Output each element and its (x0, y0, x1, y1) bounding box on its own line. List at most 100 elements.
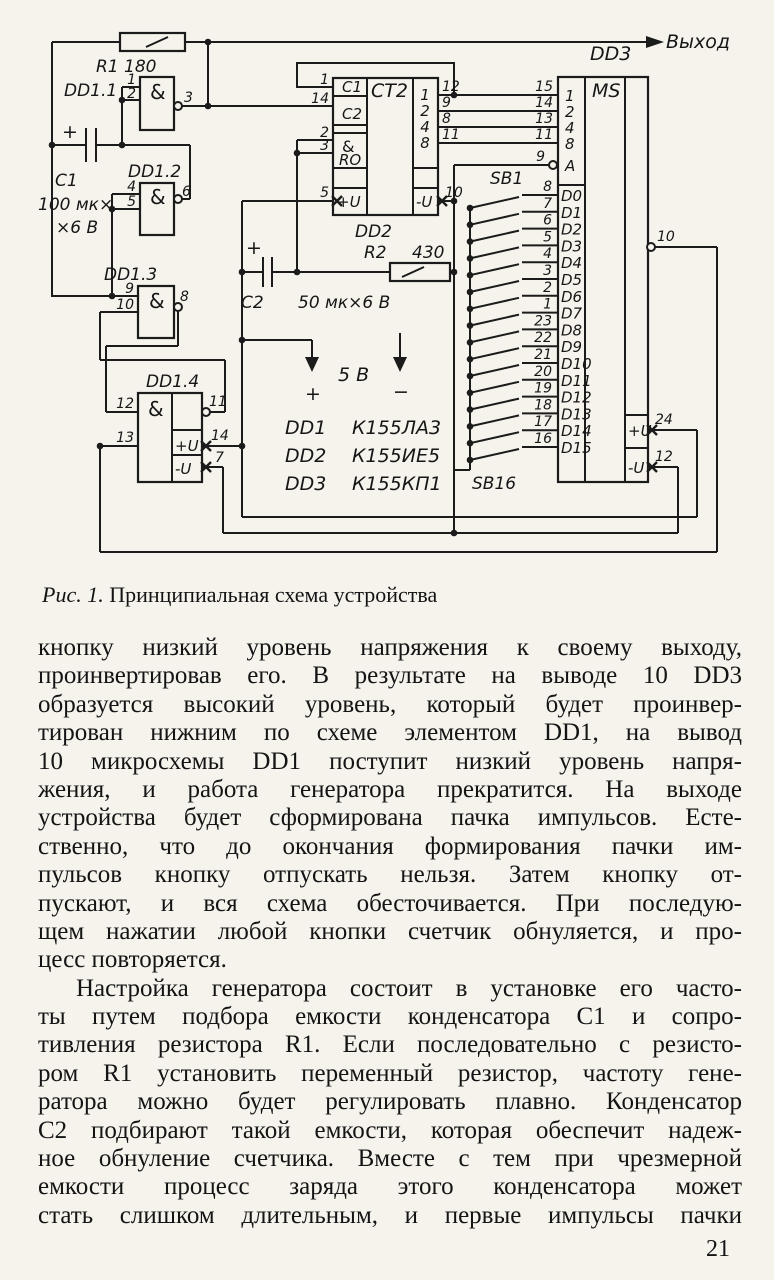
dd3-data-label: D1 (561, 204, 582, 222)
switch-common-dot (466, 305, 474, 313)
switch-common-dot (466, 372, 474, 380)
dd3-data-pin: 1 (543, 297, 552, 313)
dd3-ms-label: MS (592, 80, 620, 102)
ct2-output-pin: 9 (442, 95, 451, 111)
svg-text:10: 10 (657, 229, 675, 245)
dd3-data-pin: 17 (534, 414, 552, 430)
svg-text:3: 3 (320, 138, 329, 154)
gate-pin-numbers: 1 2 3 4 5 6 9 10 8 12 13 11 14 7 (116, 72, 229, 466)
switch-common-dot (466, 238, 474, 245)
figure-number: Рис. 1. (42, 582, 104, 607)
ct2-output-pin: 11 (442, 127, 460, 143)
dd3-data-pin: 7 (543, 196, 552, 212)
part-ref: DD1 (285, 417, 326, 439)
dd3-data-pin: 2 (543, 280, 552, 296)
body-line: устройства будет сформирована пачка импу… (38, 804, 742, 832)
dd3-data-label: D14 (561, 422, 592, 440)
dd3-data-label: D13 (561, 405, 592, 423)
switch-common-dot (466, 204, 474, 212)
ct2-cell-ro: RO (339, 151, 361, 169)
svg-text:14: 14 (211, 428, 229, 444)
dd3-a-input-circle (548, 160, 558, 170)
switch-blade (469, 347, 520, 361)
dd3-select-label: 8 (565, 135, 575, 153)
dd3-data-label: D7 (561, 305, 583, 323)
switch-blade (469, 196, 520, 209)
ct2-cell-c2: C2 (342, 105, 362, 123)
dd3-data-pin: 19 (534, 381, 552, 397)
dd3-data-label: D5 (561, 271, 582, 289)
svg-text:12: 12 (116, 396, 134, 412)
svg-text:5: 5 (127, 194, 136, 210)
switch-blade (469, 431, 520, 445)
sb16-label: SB16 (472, 474, 516, 494)
body-line: ственно, что до окончания формирования п… (38, 832, 742, 860)
ct2-output-label: 1 (420, 86, 430, 104)
body-line: щем нажатии любой кнопки счетчик обнуляе… (38, 917, 742, 945)
switch-common-dot (466, 423, 474, 430)
r1-label: R1 180 (96, 57, 156, 77)
dd3-data-pin: 4 (543, 246, 552, 262)
switch-common-dot (466, 339, 474, 346)
body-line: проинвертировав его. В результате на выв… (38, 662, 742, 690)
svg-text:1: 1 (127, 72, 136, 88)
svg-text:5: 5 (320, 185, 329, 201)
switch-common-dot (466, 389, 474, 397)
svg-text:8: 8 (180, 289, 189, 305)
dd3-select-label: 2 (565, 103, 575, 121)
svg-text:13: 13 (116, 430, 134, 446)
supply-minus: − (393, 381, 409, 403)
body-line: Настройка генератора состоит в установке… (76, 974, 742, 1002)
multiplexer-dd3-block: MS +U -U (548, 75, 656, 484)
part-type: К155КП1 (352, 473, 442, 495)
switch-common-dot (466, 255, 474, 262)
dd3-misc-pins: A 9 10 24 12 (536, 149, 675, 465)
switch-common-dot (466, 456, 474, 464)
dd13-label: DD1.3 (104, 265, 157, 285)
gate-dd1-2: & (138, 181, 183, 237)
dd3-data-label: D4 (561, 254, 582, 272)
dd3-data-pin: 8 (543, 179, 552, 195)
switch-blade (469, 296, 520, 310)
output-label: Выход (666, 31, 730, 53)
ct2-output-pin: 8 (442, 111, 451, 127)
switch-blade (469, 280, 520, 293)
counter-ct2-block: CT2 C1 C2 & RO +U -U (331, 76, 440, 217)
inverter-bubble (201, 407, 211, 417)
c1-value2: ×6 В (56, 218, 98, 238)
ct2-output-label: 4 (420, 118, 430, 136)
inverter-bubble (173, 302, 183, 312)
dd3-data-pin: 21 (534, 347, 552, 363)
dd11-label: DD1.1 (64, 81, 117, 101)
body-line: стать слишком длительным, и первые импул… (38, 1201, 742, 1229)
body-line: тивления резистора R1. Если последовател… (38, 1031, 742, 1059)
ct2-output-pin: 12 (442, 79, 460, 95)
c2-plus: + (246, 237, 262, 259)
switch-common-dot (466, 271, 474, 279)
dd3-data-label: D8 (561, 321, 582, 339)
sb1-label: SB1 (490, 169, 523, 189)
svg-text:9: 9 (125, 281, 134, 297)
supply-minus-arrow (393, 357, 407, 372)
dd3-select-pin: 14 (535, 95, 553, 111)
gate-dd1-3: & (136, 284, 183, 340)
switch-blade (469, 246, 520, 260)
svg-text:A: A (564, 157, 575, 175)
dd2-label: DD2 (355, 222, 392, 242)
body-line: пульсов кнопку отпускать нельзя. Затем к… (38, 861, 742, 889)
gate-amp-symbol: & (148, 397, 164, 421)
supply-pin-x-marks (200, 195, 658, 473)
dd3-data-pin: 16 (534, 431, 552, 447)
switch-common-dot (466, 221, 474, 229)
dd3-output-circle (646, 242, 656, 252)
body-line: образуется высокий уровень, который буде… (38, 690, 742, 718)
body-line: ром R1 установить переменный резистор, ч… (38, 1059, 742, 1087)
c2-value: 50 мк×6 В (298, 293, 390, 313)
part-type: К155ИЕ5 (352, 445, 440, 467)
dd3-select-label: 4 (565, 119, 575, 137)
body-line: ратора можно будет регулировать плавно. … (38, 1088, 742, 1116)
switch-blade (469, 364, 520, 377)
dd3-data-label: D0 (561, 187, 582, 205)
svg-text:10: 10 (116, 297, 134, 313)
